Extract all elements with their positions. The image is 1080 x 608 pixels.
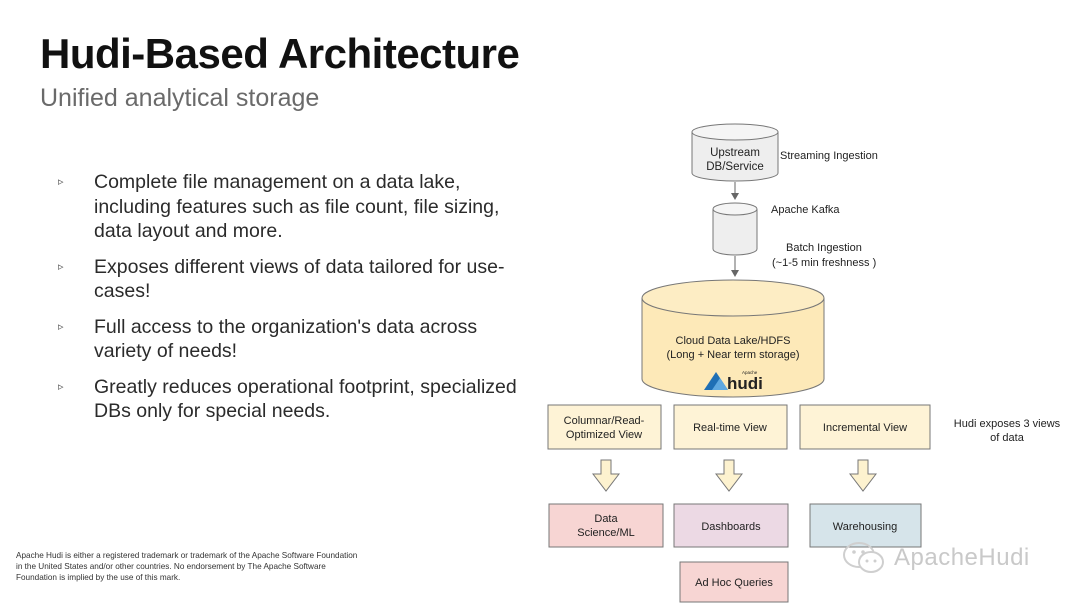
down-arrow-icon <box>714 459 744 492</box>
down-arrow-icon <box>591 459 621 492</box>
hudi-logo: hudi Apache <box>704 370 763 393</box>
bullet-marker-icon: ▹ <box>58 260 64 273</box>
hudi-logo-small-text: Apache <box>742 370 758 375</box>
realtime-view-box: Real-time View <box>673 404 788 450</box>
ad-hoc-queries-label: Ad Hoc Queries <box>695 577 773 589</box>
batch-ingestion-label: Batch Ingestion <box>786 242 862 254</box>
bullet-item: ▹ Exposes different views of data tailore… <box>58 255 538 304</box>
columnar-view-box: Columnar/Read- Optimized View <box>547 404 662 450</box>
ad-hoc-queries-box: Ad Hoc Queries <box>679 561 789 603</box>
views-note-line2: of data <box>990 432 1025 444</box>
hudi-logo-text: hudi <box>727 374 763 393</box>
freshness-label: (~1-5 min freshness ) <box>772 257 876 269</box>
dashboards-box: Dashboards <box>673 503 789 548</box>
dashboards-label: Dashboards <box>701 521 761 533</box>
apache-kafka-label: Apache Kafka <box>771 204 840 216</box>
data-science-box: Data Science/ML <box>548 503 664 548</box>
streaming-ingestion-label: Streaming Ingestion <box>780 150 878 162</box>
bullet-text: Complete file management on a data lake,… <box>94 171 500 242</box>
trademark-footnote: Apache Hudi is either a registered trade… <box>16 551 358 582</box>
bullet-item: ▹ Full access to the organization's data … <box>58 315 538 364</box>
bullet-marker-icon: ▹ <box>58 380 64 393</box>
warehousing-label: Warehousing <box>833 521 897 533</box>
upstream-label-line1: Upstream <box>710 147 760 159</box>
watermark-text: ApacheHudi <box>894 544 1030 571</box>
bullet-list: ▹ Complete file management on a data lake… <box>58 170 538 435</box>
chat-bubble-icon <box>843 542 884 573</box>
warehousing-box: Warehousing <box>809 503 922 548</box>
upstream-db-cylinder: Upstream DB/Service <box>691 123 779 182</box>
watermark: ApacheHudi <box>842 540 1030 576</box>
incremental-view-box: Incremental View <box>799 404 931 450</box>
down-arrow-icon <box>848 459 878 492</box>
bullet-marker-icon: ▹ <box>58 320 64 333</box>
bullet-marker-icon: ▹ <box>58 176 64 188</box>
bullet-item: ▹ Greatly reduces operational footprint, … <box>58 375 538 424</box>
data-science-label-line2: Science/ML <box>577 527 634 539</box>
bullet-text: Full access to the organization's data a… <box>94 315 478 363</box>
kafka-cylinder <box>712 202 758 256</box>
columnar-view-label-line2: Optimized View <box>566 429 642 441</box>
slide-subtitle: Unified analytical storage <box>40 84 320 112</box>
views-note-line1: Hudi exposes 3 views <box>954 418 1061 430</box>
bullet-text: Exposes different views of data tailored… <box>94 255 505 303</box>
realtime-view-label: Real-time View <box>693 422 767 434</box>
bullet-text: Greatly reduces operational footprint, s… <box>94 375 517 423</box>
slide-title: Hudi-Based Architecture <box>40 30 520 77</box>
upstream-label-line2: DB/Service <box>706 161 764 173</box>
data-lake-label: Cloud Data Lake/HDFS <box>676 335 791 347</box>
incremental-view-label: Incremental View <box>823 422 907 434</box>
data-science-label-line1: Data <box>594 513 618 525</box>
data-lake-cylinder: Cloud Data Lake/HDFS (Long + Near term s… <box>641 279 825 398</box>
bullet-item: ▹ Complete file management on a data lake… <box>58 170 538 244</box>
data-lake-sublabel: (Long + Near term storage) <box>667 349 800 361</box>
columnar-view-label-line1: Columnar/Read- <box>564 415 645 427</box>
